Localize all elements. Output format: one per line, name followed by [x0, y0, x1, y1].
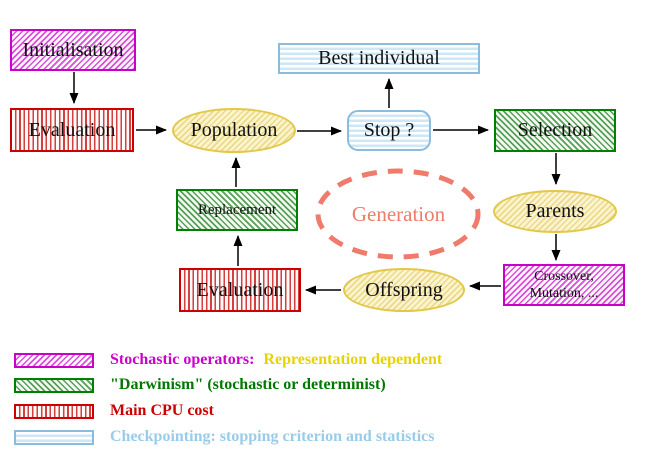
green-hatch-swatch [14, 377, 94, 393]
node-offspring-label: Offspring [365, 278, 443, 301]
node-population-label: Population [190, 119, 278, 141]
node-evaluation-bottom-label: Evaluation [196, 278, 284, 301]
legend-label-stochastic-part2: Representation dependent [263, 351, 443, 368]
node-initialisation-label: Initialisation [22, 38, 124, 61]
node-crossover-mutation-label: Crossover, Mutation, ... [530, 268, 599, 303]
legend-label-stochastic-part1: Stochastic operators: [110, 351, 255, 368]
node-initialisation: Initialisation [10, 29, 136, 71]
red-stripes-swatch [14, 403, 94, 419]
legend-label-cpu-cost: Main CPU cost [110, 402, 214, 419]
legend-label-stochastic: Stochastic operators: Representation depe… [110, 351, 442, 369]
crossover-line1: Crossover, [534, 268, 594, 284]
node-replacement: Replacement [176, 189, 298, 231]
node-evaluation-bottom: Evaluation [179, 268, 301, 312]
node-parents-label: Parents [525, 200, 585, 222]
node-generation-label: Generation [351, 201, 446, 226]
node-generation: Generation [317, 170, 480, 258]
cyan-stripes-swatch [14, 429, 94, 445]
legend-label-checkpointing: Checkpointing: stopping criterion and st… [110, 428, 435, 445]
generation-dashed-ellipse [315, 168, 481, 260]
node-best-individual: Best individual [278, 43, 480, 74]
node-selection-label: Selection [517, 119, 593, 141]
node-replacement-label: Replacement [197, 201, 277, 218]
node-offspring: Offspring [343, 268, 465, 312]
node-stop: Stop ? [347, 110, 431, 151]
node-population: Population [172, 108, 296, 153]
node-crossover-mutation: Crossover, Mutation, ... [503, 264, 625, 306]
node-evaluation-top: Evaluation [10, 108, 134, 152]
node-parents: Parents [493, 190, 617, 233]
node-stop-label: Stop ? [363, 119, 415, 141]
node-best-individual-label: Best individual [318, 47, 440, 69]
crossover-line2: Mutation, ... [529, 286, 599, 301]
magenta-hatch-swatch [14, 352, 94, 368]
node-selection: Selection [494, 109, 616, 152]
legend-label-darwinism: "Darwinism" (stochastic or determinist) [110, 376, 386, 393]
node-evaluation-top-label: Evaluation [28, 118, 116, 141]
